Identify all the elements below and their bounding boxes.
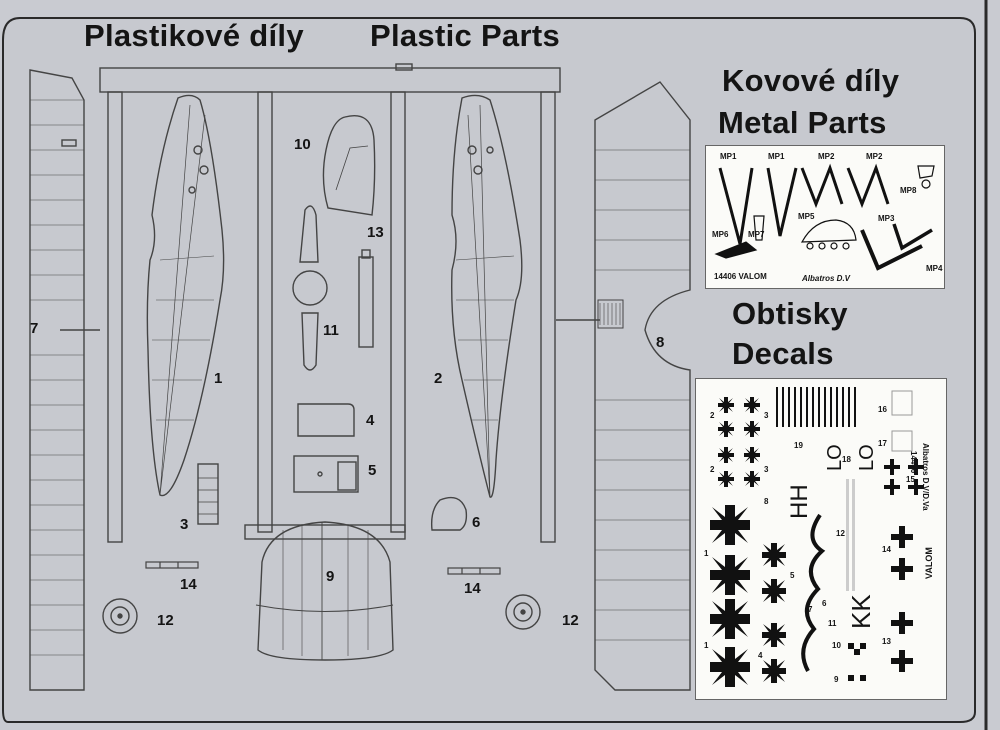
metal-kit-name: Albatros D.V bbox=[802, 274, 851, 283]
decal-num-15: 15 bbox=[906, 475, 915, 484]
part-label-12a: 12 bbox=[157, 612, 174, 629]
mp5-bracket bbox=[800, 219, 857, 243]
metal-parts-drawing bbox=[714, 163, 935, 271]
mp4-strut bbox=[860, 229, 923, 271]
metal-label-mp2a: MP2 bbox=[818, 152, 835, 161]
mp1-strut-b bbox=[766, 167, 798, 237]
part-12-wheel-right bbox=[505, 594, 541, 630]
decal-num-8: 8 bbox=[764, 497, 769, 506]
part-13-gun-part bbox=[358, 249, 374, 348]
decal-num-16: 16 bbox=[878, 405, 887, 414]
decal-num-1b: 1 bbox=[704, 641, 709, 650]
metal-label-mp6: MP6 bbox=[712, 230, 729, 239]
decal-num-1a: 1 bbox=[704, 549, 709, 558]
metal-label-mp7: MP7 bbox=[748, 230, 765, 239]
part-label-6: 6 bbox=[472, 514, 481, 531]
plastic-heading-cz: Plastikové díly bbox=[84, 18, 304, 53]
decal-num-18: 18 bbox=[842, 455, 851, 464]
metal-label-mp1a: MP1 bbox=[720, 152, 737, 161]
decal-num-12: 12 bbox=[836, 529, 845, 538]
decals-heading-en: Decals bbox=[732, 336, 834, 371]
metal-label-mp4: MP4 bbox=[926, 264, 943, 273]
decal-num-3b: 3 bbox=[764, 465, 769, 474]
part-2-fuselage-right bbox=[451, 94, 523, 498]
part-label-3: 3 bbox=[180, 516, 189, 533]
sprue-frame bbox=[60, 63, 600, 543]
mp8-part bbox=[917, 165, 935, 179]
decal-num-17: 17 bbox=[878, 439, 887, 448]
part-8-upper-wing bbox=[594, 81, 691, 691]
decal-num-11: 11 bbox=[828, 619, 837, 628]
mp2-strut-a bbox=[800, 163, 844, 209]
decal-num-5: 5 bbox=[790, 571, 795, 580]
metal-heading-en: Metal Parts bbox=[718, 105, 887, 140]
decal-code: 14406 bbox=[909, 451, 918, 474]
mp7-part bbox=[753, 215, 765, 241]
part-14-axle-left bbox=[145, 561, 199, 569]
part-7-lower-wing bbox=[29, 69, 85, 691]
part-14-axle-right bbox=[447, 567, 501, 575]
part-10-headrest bbox=[322, 115, 376, 216]
part-label-9: 9 bbox=[326, 568, 335, 585]
decal-snake bbox=[801, 513, 826, 672]
mp3-strut bbox=[892, 223, 933, 251]
metal-label-mp2b: MP2 bbox=[866, 152, 883, 161]
part-6-windscreen bbox=[430, 496, 468, 531]
part-label-1: 1 bbox=[214, 370, 223, 387]
part-label-12b: 12 bbox=[562, 612, 579, 629]
decal-title: Albatros D.V/D.Va bbox=[921, 443, 930, 511]
decal-marking-lo2: LO bbox=[856, 444, 878, 471]
decal-num-19: 19 bbox=[794, 441, 803, 450]
decal-marking-kk: KK bbox=[846, 594, 876, 629]
decal-num-4: 4 bbox=[758, 651, 763, 660]
decal-brand: VALOM bbox=[924, 547, 934, 579]
part-1-fuselage-left bbox=[146, 94, 225, 497]
decal-num-6: 6 bbox=[822, 599, 827, 608]
metal-label-mp3: MP3 bbox=[878, 214, 895, 223]
decal-num-9: 9 bbox=[834, 675, 839, 684]
part-label-10: 10 bbox=[294, 136, 311, 153]
metal-label-mp5: MP5 bbox=[798, 212, 815, 221]
part-label-4: 4 bbox=[366, 412, 375, 429]
part-label-7: 7 bbox=[30, 320, 39, 337]
mp2-strut-b bbox=[846, 163, 890, 209]
decal-sheet: HH LO LO KK 14406 Albatros D.V/D.Va VALO… bbox=[695, 378, 947, 700]
part-12-wheel-left bbox=[102, 598, 138, 634]
mp6-plate bbox=[714, 241, 758, 259]
metal-label-mp8: MP8 bbox=[900, 186, 917, 195]
part-label-14b: 14 bbox=[464, 580, 481, 597]
decal-num-10: 10 bbox=[832, 641, 841, 650]
decal-num-7: 7 bbox=[808, 605, 813, 614]
decal-num-13: 13 bbox=[882, 637, 891, 646]
part-11-propeller bbox=[292, 205, 328, 371]
part-label-11: 11 bbox=[323, 322, 339, 339]
decal-drawing bbox=[710, 387, 924, 687]
decals-heading-cz: Obtisky bbox=[732, 296, 848, 331]
part-label-14a: 14 bbox=[180, 576, 197, 593]
part-5-floor bbox=[293, 455, 359, 493]
decal-num-2a: 2 bbox=[710, 411, 715, 420]
metal-parts-card: MP1 MP1 MP2 MP2 MP3 MP4 MP5 MP6 MP7 MP8 … bbox=[705, 145, 945, 289]
part-label-2: 2 bbox=[434, 370, 443, 387]
metal-kit-code: 14406 VALOM bbox=[714, 272, 767, 281]
metal-heading-cz: Kovové díly bbox=[722, 63, 900, 98]
metal-label-mp1b: MP1 bbox=[768, 152, 785, 161]
part-9-tailplane bbox=[255, 521, 394, 661]
part-4-panel bbox=[297, 403, 355, 437]
decal-num-2b: 2 bbox=[710, 465, 715, 474]
part-3-radiator bbox=[197, 463, 219, 525]
plastic-heading-en: Plastic Parts bbox=[370, 18, 561, 53]
decal-marking-hh: HH bbox=[786, 484, 813, 519]
part-label-8: 8 bbox=[656, 334, 665, 351]
decal-num-14: 14 bbox=[882, 545, 891, 554]
part-label-5: 5 bbox=[368, 462, 377, 479]
part-label-13: 13 bbox=[367, 224, 384, 241]
decal-num-3a: 3 bbox=[764, 411, 769, 420]
